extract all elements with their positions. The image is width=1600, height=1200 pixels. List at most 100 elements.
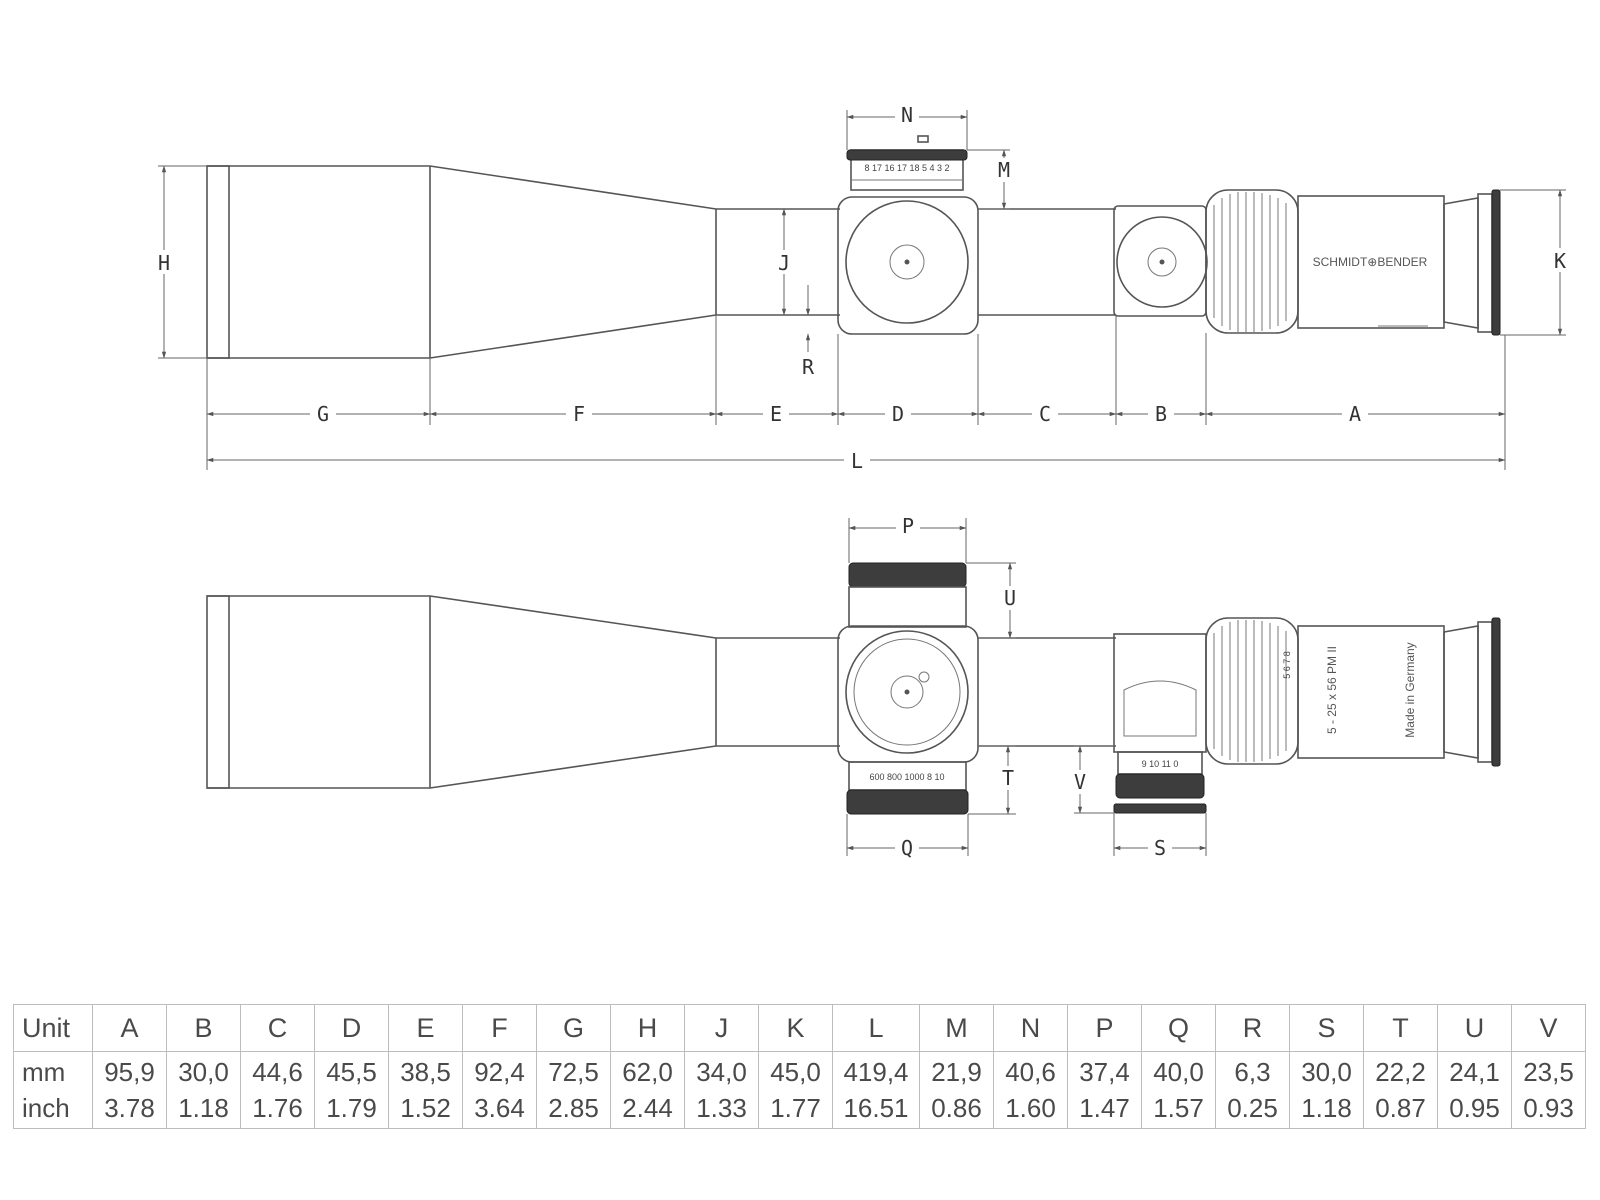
inch-value: 0.86: [931, 1093, 982, 1123]
column-header: U: [1437, 1004, 1512, 1052]
column-header: J: [684, 1004, 759, 1052]
value-cell: 40,6 1.60: [993, 1051, 1068, 1129]
mm-value: 34,0: [696, 1057, 747, 1087]
mm-value: 45,5: [326, 1057, 377, 1087]
value-cell: 6,3 0.25: [1215, 1051, 1290, 1129]
dim-label-r: R: [802, 355, 815, 379]
column-header: T: [1363, 1004, 1438, 1052]
column-header: B: [166, 1004, 241, 1052]
mm-value: 419,4: [843, 1057, 909, 1087]
mm-value: 44,6: [252, 1057, 303, 1087]
turret-top-scale-text: 8 17 16 17 18 5 4 3 2: [864, 163, 949, 173]
inch-value: 1.57: [1153, 1093, 1204, 1123]
column-header: M: [919, 1004, 994, 1052]
inch-value: 1.47: [1079, 1093, 1130, 1123]
unit-cell: mm inch: [13, 1051, 93, 1129]
dim-label-n: N: [901, 103, 913, 127]
inch-value: 1.76: [252, 1093, 303, 1123]
column-header: Unit: [13, 1004, 93, 1052]
mm-value: 6,3: [1234, 1057, 1271, 1087]
column-header: S: [1289, 1004, 1364, 1052]
turret-bottom-scale-text: 600 800 1000 8 10: [869, 772, 944, 782]
scope-top-view: 8 17 16 17 18 5 4 3 2 SCHMIDT⊕BENDER: [206, 135, 1501, 359]
dim-label-f: F: [573, 402, 585, 426]
inch-value: 1.52: [400, 1093, 451, 1123]
dim-label-p: P: [902, 514, 914, 538]
dim-label-t: T: [1002, 766, 1014, 790]
dim-label-l: L: [851, 449, 863, 473]
mm-value: 21,9: [931, 1057, 982, 1087]
value-cell: 24,1 0.95: [1437, 1051, 1512, 1129]
inch-value: 0.25: [1227, 1093, 1278, 1123]
mm-value: 23,5: [1523, 1057, 1574, 1087]
value-cell: 38,5 1.52: [388, 1051, 463, 1129]
dim-label-b: B: [1155, 402, 1167, 426]
inch-value: 3.78: [104, 1093, 155, 1123]
mm-value: 30,0: [1301, 1057, 1352, 1087]
dim-label-g: G: [317, 402, 329, 426]
column-header: L: [832, 1004, 920, 1052]
dim-label-e: E: [770, 402, 782, 426]
inch-value: 1.60: [1005, 1093, 1056, 1123]
mm-value: 40,0: [1153, 1057, 1204, 1087]
value-cell: 34,0 1.33: [684, 1051, 759, 1129]
inch-value: 0.93: [1523, 1093, 1574, 1123]
mm-value: 37,4: [1079, 1057, 1130, 1087]
unit-mm: mm: [22, 1057, 66, 1087]
zoom-scale-text: 5 6 7 8: [1282, 651, 1292, 679]
inch-value: 1.79: [326, 1093, 377, 1123]
column-header: F: [462, 1004, 537, 1052]
column-header: H: [610, 1004, 685, 1052]
mm-value: 24,1: [1449, 1057, 1500, 1087]
inch-value: 1.33: [696, 1093, 747, 1123]
scope-bottom-view: 600 800 1000 8 10 9 10 11 0 5 6 7 8: [206, 562, 1501, 815]
dim-label-k: K: [1554, 249, 1566, 273]
column-header: V: [1511, 1004, 1586, 1052]
dim-label-v: V: [1074, 770, 1086, 794]
dim-label-q: Q: [901, 836, 913, 860]
value-cell: 44,6 1.76: [240, 1051, 315, 1129]
value-cell: 21,9 0.86: [919, 1051, 994, 1129]
value-cell: 40,0 1.57: [1141, 1051, 1216, 1129]
inch-value: 1.18: [178, 1093, 229, 1123]
column-header: N: [993, 1004, 1068, 1052]
value-cell: 72,5 2.85: [536, 1051, 611, 1129]
inch-value: 0.95: [1449, 1093, 1500, 1123]
column-header: C: [240, 1004, 315, 1052]
column-header: D: [314, 1004, 389, 1052]
column-header: E: [388, 1004, 463, 1052]
inch-value: 2.85: [548, 1093, 599, 1123]
dim-label-h: H: [158, 251, 170, 275]
dim-label-m: M: [998, 158, 1010, 182]
column-header: P: [1067, 1004, 1142, 1052]
scope-dimension-drawing: 8 17 16 17 18 5 4 3 2 SCHMIDT⊕BENDER: [157, 103, 1567, 860]
dim-label-s: S: [1154, 836, 1166, 860]
column-header: Q: [1141, 1004, 1216, 1052]
mm-value: 45,0: [770, 1057, 821, 1087]
model-text: 5 - 25 x 56 PM II: [1325, 646, 1339, 734]
column-header: K: [758, 1004, 833, 1052]
mm-value: 38,5: [400, 1057, 451, 1087]
inch-value: 2.44: [622, 1093, 673, 1123]
value-cell: 23,5 0.93: [1511, 1051, 1586, 1129]
mm-value: 62,0: [622, 1057, 673, 1087]
value-cell: 62,0 2.44: [610, 1051, 685, 1129]
mm-value: 72,5: [548, 1057, 599, 1087]
table-header-row: Unit A B C D E F G H J K L M N P Q R S T…: [13, 1004, 1586, 1052]
inch-value: 0.87: [1375, 1093, 1426, 1123]
dim-label-u: U: [1004, 586, 1016, 610]
inch-value: 16.51: [843, 1093, 909, 1123]
dim-label-d: D: [892, 402, 904, 426]
mm-value: 40,6: [1005, 1057, 1056, 1087]
inch-value: 3.64: [474, 1093, 525, 1123]
dim-label-j: J: [778, 251, 790, 275]
unit-inch: inch: [22, 1093, 70, 1123]
brand-logo-text: SCHMIDT⊕BENDER: [1313, 255, 1428, 269]
made-in-text: Made in Germany: [1403, 642, 1417, 737]
